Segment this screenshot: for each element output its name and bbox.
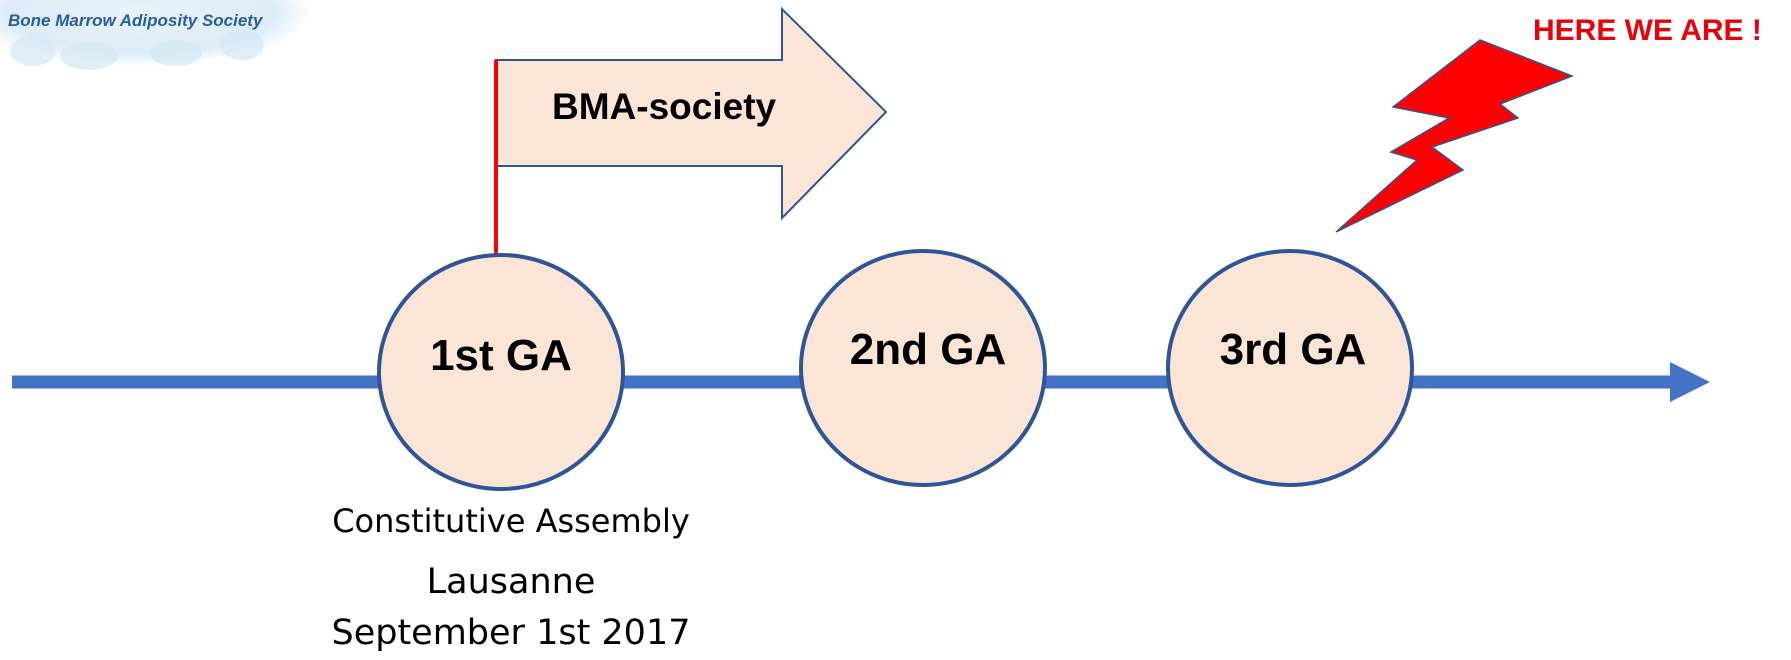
timeline-arrowhead [1670,362,1710,402]
node-circle-3 [1166,249,1414,487]
logo-bubble [220,30,264,60]
node-label-3: 3rd GA [1219,325,1367,374]
banner-label: BMA-society [552,86,777,127]
highlight-text: HERE WE ARE ! [1533,14,1762,47]
logo-bubble [150,40,202,66]
node-label-2: 2nd GA [849,325,1007,374]
logo-text: Bone Marrow Adiposity Society [8,11,263,30]
node-circle-1 [377,253,625,491]
logo-bubble [10,36,56,66]
logo-bubble [60,42,118,70]
banner-arrow-shape [495,6,888,221]
lightning-icon [1335,39,1575,233]
caption-location: Lausanne [426,562,596,602]
node-circle-2 [799,249,1047,487]
caption-date: September 1st 2017 [331,613,691,653]
caption-assembly: Constitutive Assembly [332,502,690,540]
node-label-1: 1st GA [430,331,572,380]
